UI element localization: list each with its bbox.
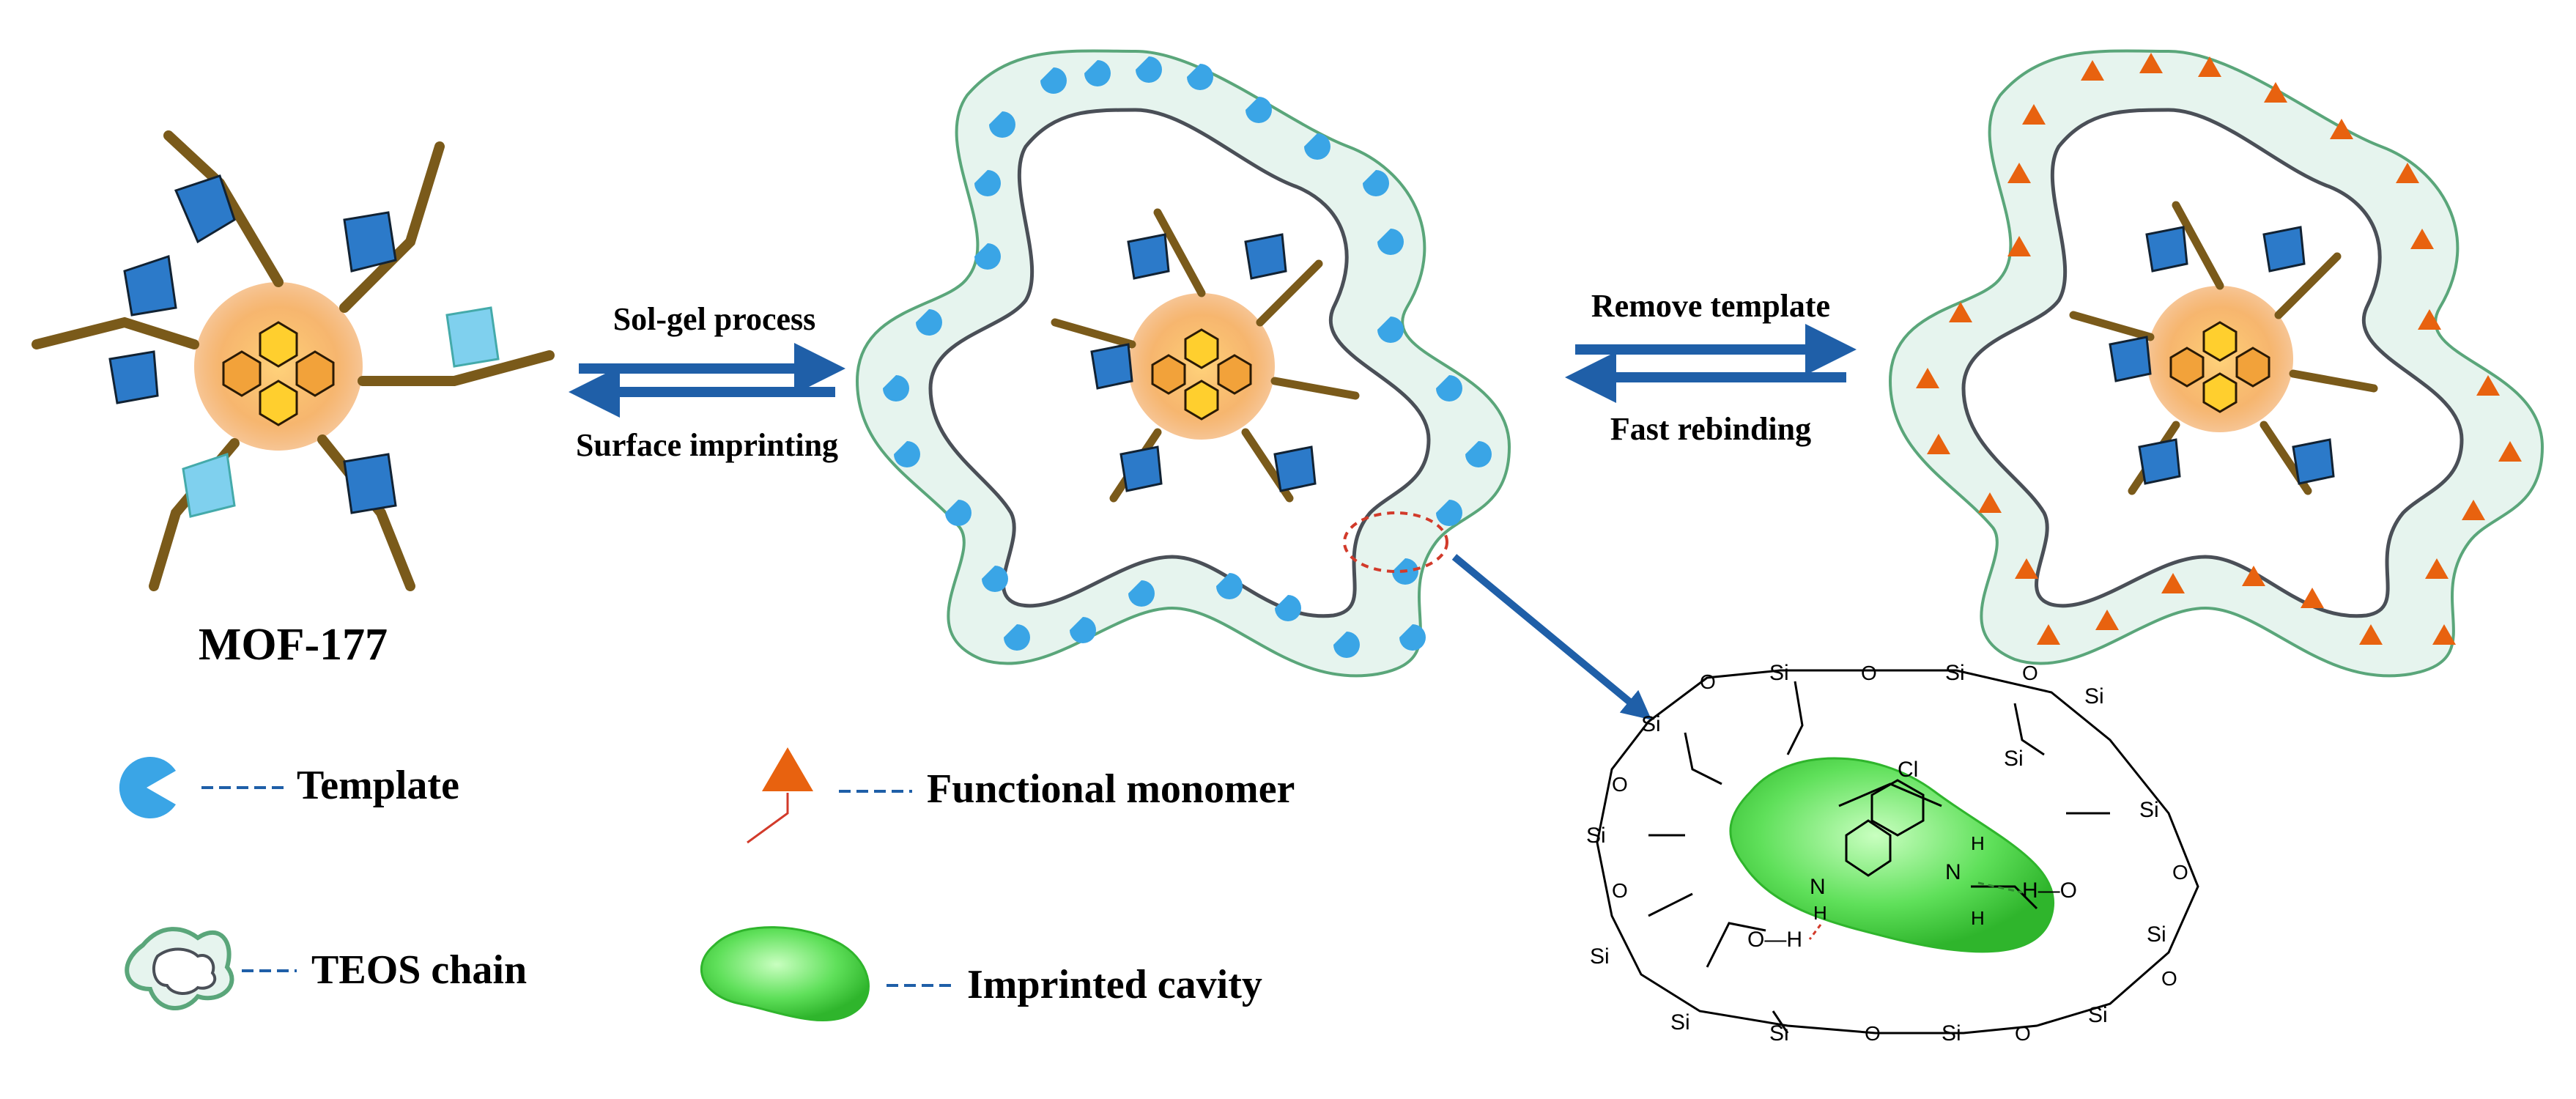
si-4: Si — [2084, 684, 2104, 708]
si-9: Si — [1942, 1021, 1961, 1046]
h-amine-2: H — [1971, 907, 1985, 929]
oh-bond-left: O—H — [1747, 928, 1802, 952]
surface-imprinting-label: Surface imprinting — [576, 427, 838, 463]
si-1: Si — [1641, 712, 1661, 736]
si-3: Si — [1945, 661, 1965, 685]
imprinted-cavity-chemistry: Si Si Si Si Si Si Si Si Si Si Si Si Si O… — [1586, 661, 2199, 1046]
legend-template-label: Template — [297, 763, 459, 808]
template-sites — [883, 56, 1492, 658]
mof-linker-rings — [222, 321, 335, 426]
si-2: Si — [1769, 661, 1789, 685]
n-atom-ring: N — [1810, 875, 1826, 899]
o-5: O — [2161, 967, 2177, 990]
remove-template-label: Remove template — [1591, 288, 1830, 324]
si-7: Si — [2147, 922, 2166, 947]
si-8: Si — [2088, 1003, 2108, 1027]
functional-monomer-icon — [762, 747, 813, 791]
o-1: O — [1700, 670, 1716, 693]
cl-atom: Cl — [1898, 758, 1918, 782]
imprinted-mof-star — [855, 49, 1511, 678]
legend-functional-monomer-label: Functional monomer — [927, 766, 1295, 812]
sol-gel-label: Sol-gel process — [613, 301, 816, 337]
highlight-circle — [1343, 511, 1448, 573]
o-2: O — [1861, 662, 1877, 684]
imprinted-cavity-blob — [1729, 757, 2054, 953]
o-3: O — [2022, 662, 2038, 684]
zoom-arrow — [1451, 554, 1652, 720]
ho-bond-right: H—O — [2022, 878, 2077, 903]
o-8: O — [1612, 879, 1628, 902]
n-atom-amine: N — [1945, 860, 1961, 884]
si-11: Si — [1670, 1010, 1690, 1035]
arrows-step1 — [569, 343, 845, 418]
legend: Template Functional monomer TEOS chain I… — [119, 747, 1295, 1021]
o-4: O — [2172, 861, 2188, 884]
fast-rebinding-label: Fast rebinding — [1610, 411, 1811, 447]
si-13: Si — [1586, 824, 1606, 848]
imprinted-cavity-icon — [700, 926, 870, 1021]
mof-177-structure — [32, 130, 555, 591]
monomer-sites — [1916, 53, 2522, 645]
h-ring: H — [1813, 902, 1827, 924]
mof-clusters — [108, 174, 500, 518]
teos-chain-icon — [125, 927, 234, 1010]
arrows-step2 — [1565, 324, 1857, 403]
h-amine-1: H — [1971, 832, 1985, 854]
o-6: O — [2015, 1022, 2031, 1045]
o-9: O — [1612, 773, 1628, 796]
legend-teos-chain-label: TEOS chain — [311, 947, 527, 993]
legend-imprinted-cavity-label: Imprinted cavity — [967, 962, 1262, 1007]
si-10: Si — [1769, 1021, 1789, 1046]
si-12: Si — [1590, 944, 1610, 969]
si-5: Si — [2004, 747, 2024, 771]
o-7: O — [1865, 1022, 1881, 1045]
mof-label: MOF-177 — [199, 620, 388, 670]
template-removed-star — [1888, 49, 2544, 678]
si-6: Si — [2139, 798, 2159, 822]
template-icon — [119, 756, 176, 818]
